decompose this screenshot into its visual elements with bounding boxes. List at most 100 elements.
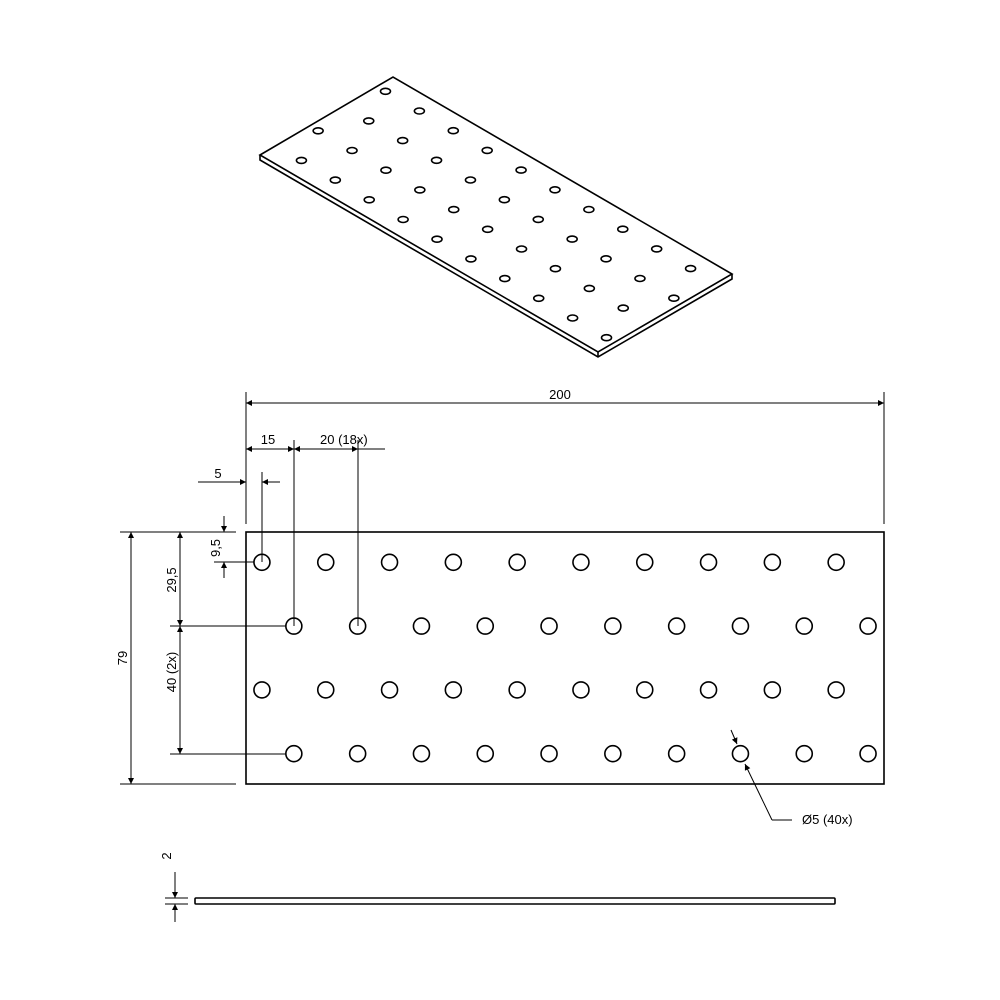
iso-hole [600, 255, 612, 263]
iso-hole [431, 235, 443, 243]
hole [508, 681, 526, 699]
dimension-rows: 29,5 40 (2x) [164, 532, 286, 755]
iso-hole [379, 87, 392, 96]
hole [380, 681, 399, 699]
hole [699, 681, 718, 699]
iso-plate-edge [259, 155, 733, 358]
iso-hole [329, 176, 342, 184]
iso-hole [430, 156, 443, 165]
iso-hole [616, 225, 629, 234]
hole [604, 744, 622, 763]
hole-callout: Ø5 (40x) [730, 729, 853, 827]
front-view [245, 531, 885, 785]
dim-row-pitch-label: 40 (2x) [164, 652, 179, 692]
isometric-view [258, 76, 734, 358]
hole [476, 744, 495, 763]
hole [859, 744, 877, 763]
hole [412, 744, 431, 763]
hole [731, 744, 750, 763]
iso-hole [634, 274, 646, 283]
side-view: 2 [159, 852, 836, 922]
iso-hole [566, 314, 579, 322]
hole [253, 681, 271, 699]
hole [476, 617, 495, 635]
iso-hole [515, 245, 528, 253]
dimension-width: 79 [115, 532, 236, 785]
hole [285, 744, 303, 763]
plate-side [194, 897, 836, 905]
hole [795, 617, 814, 635]
hole [348, 744, 367, 763]
hole [827, 681, 845, 699]
iso-hole [413, 107, 426, 115]
iso-hole [583, 284, 596, 293]
iso-hole [312, 126, 324, 135]
iso-hole [295, 156, 308, 165]
hole-callout-label: Ø5 (40x) [802, 812, 853, 827]
plate-outline [245, 531, 885, 785]
hole [604, 617, 622, 635]
dim-thickness-label: 2 [159, 852, 174, 859]
hole [763, 681, 782, 699]
iso-hole [397, 215, 409, 224]
iso-hole [447, 205, 460, 214]
dimension-top-offset: 9,5 [120, 516, 254, 578]
hole [859, 617, 877, 635]
hole [444, 553, 463, 572]
iso-hole [668, 294, 680, 303]
iso-hole [532, 294, 545, 303]
hole [763, 553, 782, 572]
iso-hole [481, 146, 493, 155]
iso-hole [650, 245, 663, 253]
hole [699, 553, 718, 572]
hole [731, 617, 750, 635]
iso-hole [414, 186, 426, 194]
iso-hole [583, 205, 595, 214]
iso-plate-top [258, 76, 734, 353]
iso-hole [363, 195, 376, 204]
hole [572, 681, 590, 699]
dimension-hole-offset: 5 [198, 466, 280, 562]
iso-hole [362, 117, 375, 125]
hole [316, 681, 335, 699]
iso-hole [481, 225, 494, 234]
hole [380, 553, 399, 572]
dim-width-label: 79 [115, 651, 130, 665]
hole [444, 681, 463, 699]
dim-hole-offset-label: 5 [214, 466, 221, 481]
hole [667, 617, 686, 635]
hole [540, 617, 558, 635]
iso-hole [465, 255, 477, 263]
hole [572, 553, 590, 572]
hole [508, 553, 526, 572]
iso-hole [549, 264, 562, 273]
dim-top-offset-label: 9,5 [208, 539, 223, 557]
hole [667, 744, 686, 763]
hole [316, 553, 335, 572]
hole [827, 553, 845, 572]
iso-hole [566, 235, 578, 243]
hole [540, 744, 558, 763]
iso-hole [549, 186, 561, 194]
iso-hole [380, 166, 392, 174]
iso-hole [617, 304, 630, 312]
iso-hole [346, 146, 358, 155]
dim-length-label: 200 [549, 387, 571, 402]
hole [635, 553, 654, 572]
iso-hole [684, 264, 697, 273]
iso-hole [396, 136, 409, 145]
iso-hole [515, 166, 527, 174]
dimension-edge-offset: 15 20 (18x) [246, 432, 385, 626]
dimension-length: 200 [245, 387, 885, 524]
iso-hole [499, 274, 511, 283]
iso-hole [447, 126, 460, 135]
hole [795, 744, 814, 763]
iso-hole [600, 333, 613, 342]
iso-hole [498, 195, 511, 204]
dim-pitch-label: 20 (18x) [320, 432, 368, 447]
hole [412, 617, 431, 635]
dim-row-offset-label: 29,5 [164, 567, 179, 592]
dim-edge-offset-label: 15 [261, 432, 275, 447]
iso-hole [532, 215, 545, 224]
